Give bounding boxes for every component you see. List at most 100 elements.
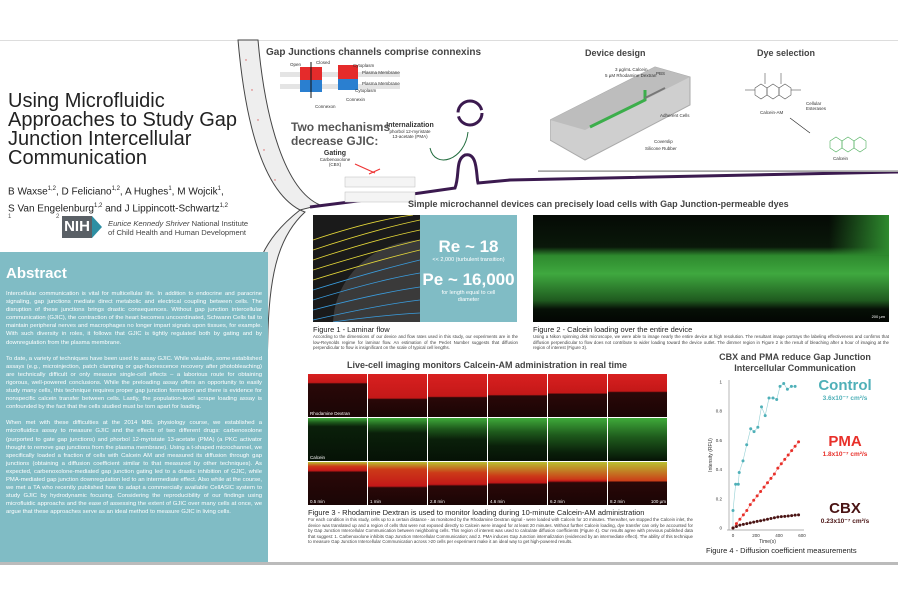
affiliation-mark: 1,2	[219, 203, 228, 210]
affiliation-2-mark: 2	[56, 214, 60, 220]
poster-bottom-border	[0, 562, 898, 565]
poster-title: Using Microfluidic Approaches to Study G…	[8, 90, 238, 169]
x-tick-label: 200	[752, 533, 760, 538]
data-point-cbx	[745, 522, 749, 526]
device-diagram	[550, 66, 691, 161]
author: J Lippincott-Schwartz	[124, 203, 220, 215]
label-coverslip: Coverslip	[654, 139, 673, 144]
data-point-cbx	[738, 523, 742, 527]
affiliation-mark: 1,2	[94, 203, 103, 210]
label-calcein: Calcein	[833, 156, 849, 161]
figure-3-row-label: Rhodamine Dextran	[310, 411, 351, 416]
label-connexon: Connexon	[315, 104, 336, 109]
data-point-pma	[738, 517, 742, 521]
data-point-cbx	[752, 520, 756, 524]
abstract-paragraph: Intercellular communication is vital for…	[6, 291, 262, 346]
legend-control-value: 3.6x10⁻⁷ cm²/s	[822, 395, 868, 402]
label-silicone-rubber: Silicone Rubber	[645, 146, 677, 151]
results-heading: CBX and PMA reduce Gap Junction Intercel…	[700, 352, 890, 374]
data-point-cbx	[786, 514, 790, 518]
data-point-control	[736, 482, 740, 486]
affiliation-mark: 1,2	[47, 186, 56, 192]
figure-3-time-label: 2.8 min	[430, 499, 445, 504]
connexon-diagram	[280, 62, 400, 98]
figure-3-panel	[488, 374, 547, 417]
section-divider	[538, 170, 898, 172]
figure-3-panel	[548, 374, 607, 417]
figure-3-panel: 8.2 min	[608, 462, 667, 505]
data-point-control	[778, 384, 782, 388]
data-point-cbx	[779, 515, 783, 519]
figure-1-title: Figure 1 - Laminar flow	[313, 325, 390, 334]
figure-2-scale-bar: 200 µm	[871, 314, 885, 319]
data-point-cbx	[797, 513, 801, 517]
figure-3-panel	[428, 374, 487, 417]
figure-1-laminar-flow-image	[313, 215, 420, 322]
figure-3-panel	[608, 374, 667, 417]
nih-italic: Eunice Kennedy Shriver	[108, 219, 190, 228]
data-point-control	[745, 443, 749, 447]
label-plasma-membrane: Plasma Membrane	[362, 81, 400, 86]
loading-section-heading: Simple microchannel devices can precisel…	[408, 199, 789, 209]
connexins-heading: Gap Junctions channels comprise connexin…	[266, 47, 482, 58]
data-point-pma	[755, 494, 759, 498]
author: D Feliciano	[61, 186, 112, 198]
peclet-note: for length equal to cell diameter	[441, 290, 496, 303]
data-point-cbx	[748, 521, 752, 525]
data-point-cbx	[776, 515, 780, 519]
figure-3-panel	[308, 374, 367, 417]
figure-3-panel	[308, 418, 367, 461]
data-point-cbx	[766, 517, 769, 521]
data-point-pma	[741, 513, 745, 517]
abstract-panel: Abstract Intercellular communication is …	[0, 252, 268, 562]
nih-line1: National Institute	[189, 219, 249, 228]
y-tick-label: 1	[719, 380, 722, 385]
data-point-pma	[793, 444, 797, 448]
label-pbs: PBS	[656, 71, 666, 76]
figure-3-panel: 4.6 min	[488, 462, 547, 505]
reynolds-note: << 2,000 (turbulent transition)	[432, 257, 505, 263]
author-line-1: B Waxse1,2, D Feliciano1,2, A Hughes1, M…	[8, 186, 224, 198]
figure-3-panel	[428, 418, 487, 461]
data-point-control	[756, 425, 760, 429]
affiliation-1-mark: 1	[8, 214, 12, 220]
abstract-paragraph: To date, a variety of techniques have be…	[6, 355, 262, 411]
label-connexin: Connexin	[346, 97, 366, 102]
data-point-pma	[786, 453, 790, 457]
abstract-paragraph: When met with these difficulties at the …	[6, 420, 262, 516]
dye-selection-heading: Dye selection	[757, 48, 816, 58]
data-point-control	[734, 482, 738, 486]
data-point-pma	[734, 522, 738, 526]
figure-3-time-label: 8.2 min	[610, 499, 625, 504]
data-point-pma	[762, 485, 766, 489]
figure-3-title: Figure 3 - Rhodamine Dextran is used to …	[308, 508, 645, 517]
data-point-pma	[769, 476, 773, 480]
figure-1-caption: Figure 1 - Laminar flow According to the…	[313, 325, 518, 351]
figure-3-panel	[368, 374, 427, 417]
figure-2-title: Figure 2 - Calcein loading over the enti…	[533, 325, 693, 334]
affiliation-mark: 1	[168, 186, 172, 192]
internalization-drug: phorbol 12-myristate	[389, 129, 431, 134]
data-point-control	[785, 387, 789, 391]
figure-1-text: According to the dimensions of our devic…	[313, 334, 518, 351]
author: S Van Engelenburg	[8, 203, 94, 215]
mechanisms-heading: Two mechanisms decrease GJIC:	[291, 120, 391, 148]
series-line-control	[732, 383, 796, 528]
label-plasma-membrane: Plasma Membrane	[362, 70, 400, 75]
mechanisms-heading-line1: Two mechanisms	[291, 120, 391, 134]
gating-drug: Carbenoxolone	[319, 157, 351, 162]
figure-3-caption: Figure 3 - Rhodamine Dextran is used to …	[308, 508, 693, 545]
figure-2-caption: Figure 2 - Calcein loading over the enti…	[533, 325, 889, 351]
abstract-heading: Abstract	[6, 265, 67, 282]
data-point-control	[793, 384, 797, 388]
poster-top-border	[0, 40, 898, 41]
label-calcein-conc: 3 µg/mL Calcein	[615, 67, 648, 72]
results-heading-line2: Intercellular Communication	[734, 363, 856, 373]
figure-3-time-label: 4.6 min	[490, 499, 505, 504]
data-point-control	[782, 381, 786, 385]
legend-pma-name: PMA	[828, 433, 862, 450]
data-point-pma	[779, 462, 783, 466]
figure-3-time-label: 1 min	[370, 499, 382, 504]
data-point-cbx	[731, 526, 735, 530]
